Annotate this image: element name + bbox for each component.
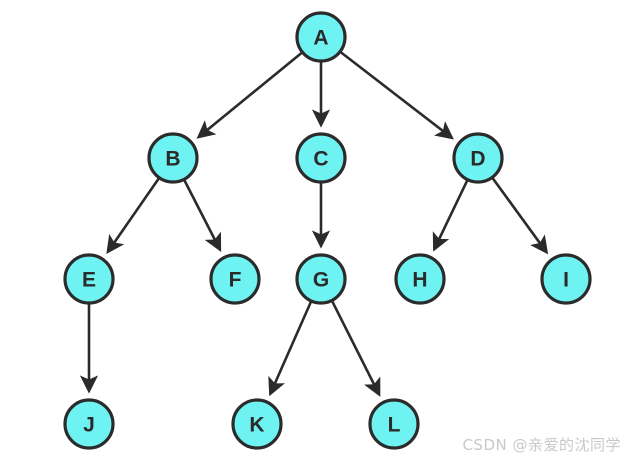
- node-k[interactable]: K: [231, 398, 283, 450]
- node-circle-j[interactable]: [63, 398, 115, 450]
- csdn-watermark: CSDN @亲爱的沈同学: [462, 436, 621, 454]
- node-circle-l[interactable]: [368, 398, 420, 450]
- edges-layer: [79, 51, 549, 397]
- node-g[interactable]: G: [295, 253, 347, 305]
- node-circle-g[interactable]: [295, 253, 347, 305]
- node-b[interactable]: B: [147, 132, 199, 184]
- edge-b-to-e: [106, 177, 160, 255]
- node-circle-i[interactable]: [540, 253, 592, 305]
- node-label-k: K: [249, 414, 264, 437]
- node-label-l: L: [388, 414, 401, 437]
- node-circle-c[interactable]: [295, 132, 347, 184]
- node-label-i: I: [563, 269, 569, 292]
- edge-a-to-d: [340, 51, 454, 140]
- node-label-d: D: [470, 148, 485, 171]
- node-circle-k[interactable]: [231, 398, 283, 450]
- node-a[interactable]: A: [295, 11, 347, 63]
- edge-a-to-b: [196, 51, 303, 139]
- node-label-e: E: [82, 269, 96, 292]
- node-label-g: G: [313, 269, 329, 292]
- node-circle-h[interactable]: [394, 253, 446, 305]
- node-j[interactable]: J: [63, 398, 115, 450]
- node-circle-e[interactable]: [63, 253, 115, 305]
- edge-d-to-h: [432, 179, 469, 252]
- node-c[interactable]: C: [295, 132, 347, 184]
- node-circle-b[interactable]: [147, 132, 199, 184]
- edge-g-to-k: [268, 301, 313, 397]
- node-d[interactable]: D: [452, 132, 504, 184]
- node-circle-a[interactable]: [295, 11, 347, 63]
- node-circle-f[interactable]: [209, 253, 261, 305]
- node-l[interactable]: L: [368, 398, 420, 450]
- node-label-b: B: [165, 148, 180, 171]
- node-label-j: J: [83, 414, 95, 437]
- edge-d-to-i: [491, 177, 549, 255]
- nodes-layer: A B C D E F G H I J K L: [63, 11, 592, 450]
- node-label-f: F: [229, 269, 242, 292]
- node-circle-d[interactable]: [452, 132, 504, 184]
- node-h[interactable]: H: [394, 253, 446, 305]
- node-i[interactable]: I: [540, 253, 592, 305]
- node-label-h: H: [412, 269, 427, 292]
- node-f[interactable]: F: [209, 253, 261, 305]
- node-label-a: A: [313, 27, 328, 50]
- node-label-c: C: [313, 148, 328, 171]
- edge-g-to-l: [331, 300, 381, 397]
- node-e[interactable]: E: [63, 253, 115, 305]
- edge-b-to-f: [183, 179, 222, 252]
